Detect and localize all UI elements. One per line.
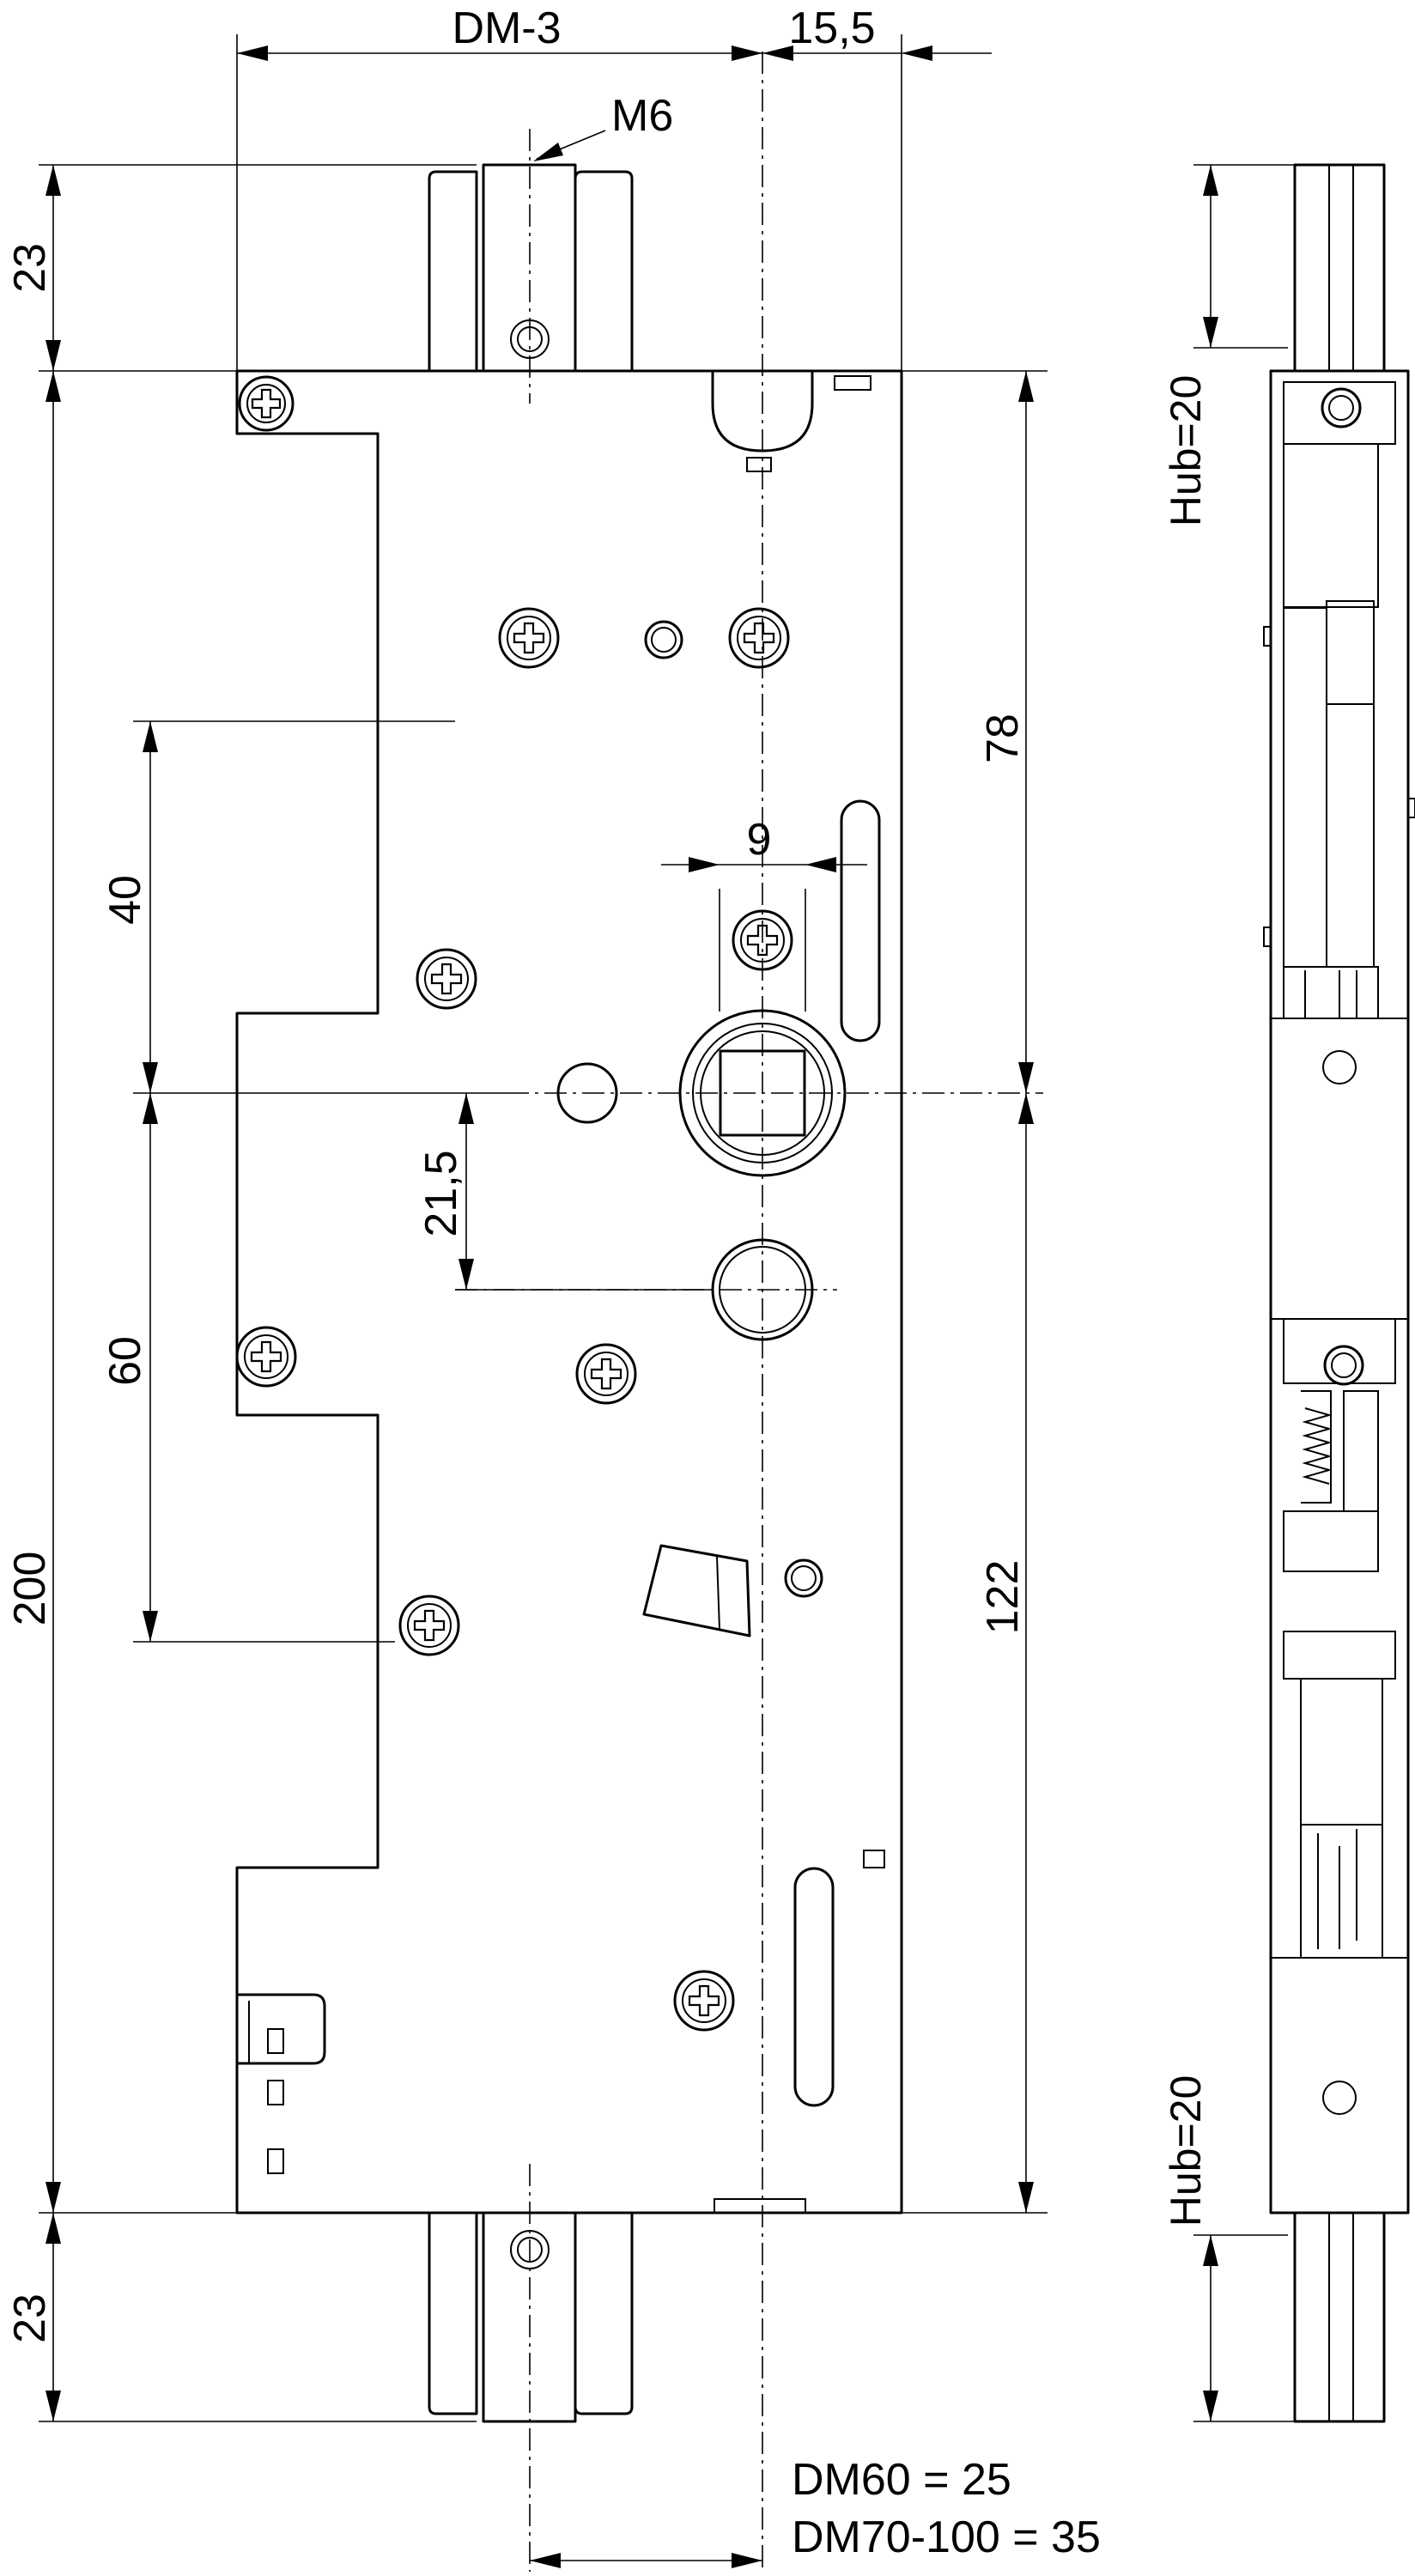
top-slot: [834, 375, 871, 391]
screw-icon: [398, 1595, 460, 1656]
dim-hub-top: Hub=20: [1162, 375, 1210, 527]
lock-side-view: [1263, 163, 1415, 2423]
dim-dm-3: DM-3: [452, 3, 561, 53]
upper-bolt: [428, 163, 634, 373]
bottom-slot: [714, 2198, 806, 2214]
screw-icon: [235, 1326, 297, 1388]
dim-9: 9: [747, 815, 772, 865]
screw-icon: [498, 607, 560, 669]
screw-icon: [575, 1343, 637, 1405]
top-rod: [1293, 163, 1386, 373]
top-small-slot: [746, 457, 772, 472]
dim-hub-bottom: Hub=20: [1162, 2075, 1210, 2227]
screw-icon: [416, 948, 477, 1010]
side-dimension-lines: [1193, 164, 1295, 2422]
footnote-dm70-100: DM70-100 = 35: [792, 2512, 1101, 2562]
lower-bolt: [428, 2211, 634, 2423]
dim-21-5: 21,5: [416, 1150, 466, 1236]
dim-122: 122: [978, 1560, 1028, 1635]
dim-200: 200: [5, 1552, 55, 1626]
dim-m6: M6: [611, 91, 673, 141]
dim-60: 60: [100, 1336, 150, 1386]
footnote-dm60: DM60 = 25: [792, 2455, 1011, 2505]
spring: [1302, 1407, 1333, 1485]
small-square: [863, 1850, 885, 1868]
dim-15-5: 15,5: [788, 3, 875, 53]
upper-slot: [840, 799, 881, 1042]
dim-40: 40: [100, 875, 150, 925]
corner-screw-icon: [238, 375, 295, 432]
bottom-rod: [1293, 2211, 1386, 2423]
lock-body-front-view: [235, 163, 903, 2423]
screw-icon: [673, 1970, 735, 2032]
lower-slot: [793, 1867, 835, 2107]
dim-23-bottom: 23: [5, 2293, 55, 2343]
dimension-lines: [39, 34, 1048, 2568]
latch-cam: [642, 1544, 751, 1637]
dim-78: 78: [978, 714, 1028, 763]
screw-icon: [728, 607, 790, 669]
dim-23-top: 23: [5, 243, 55, 293]
